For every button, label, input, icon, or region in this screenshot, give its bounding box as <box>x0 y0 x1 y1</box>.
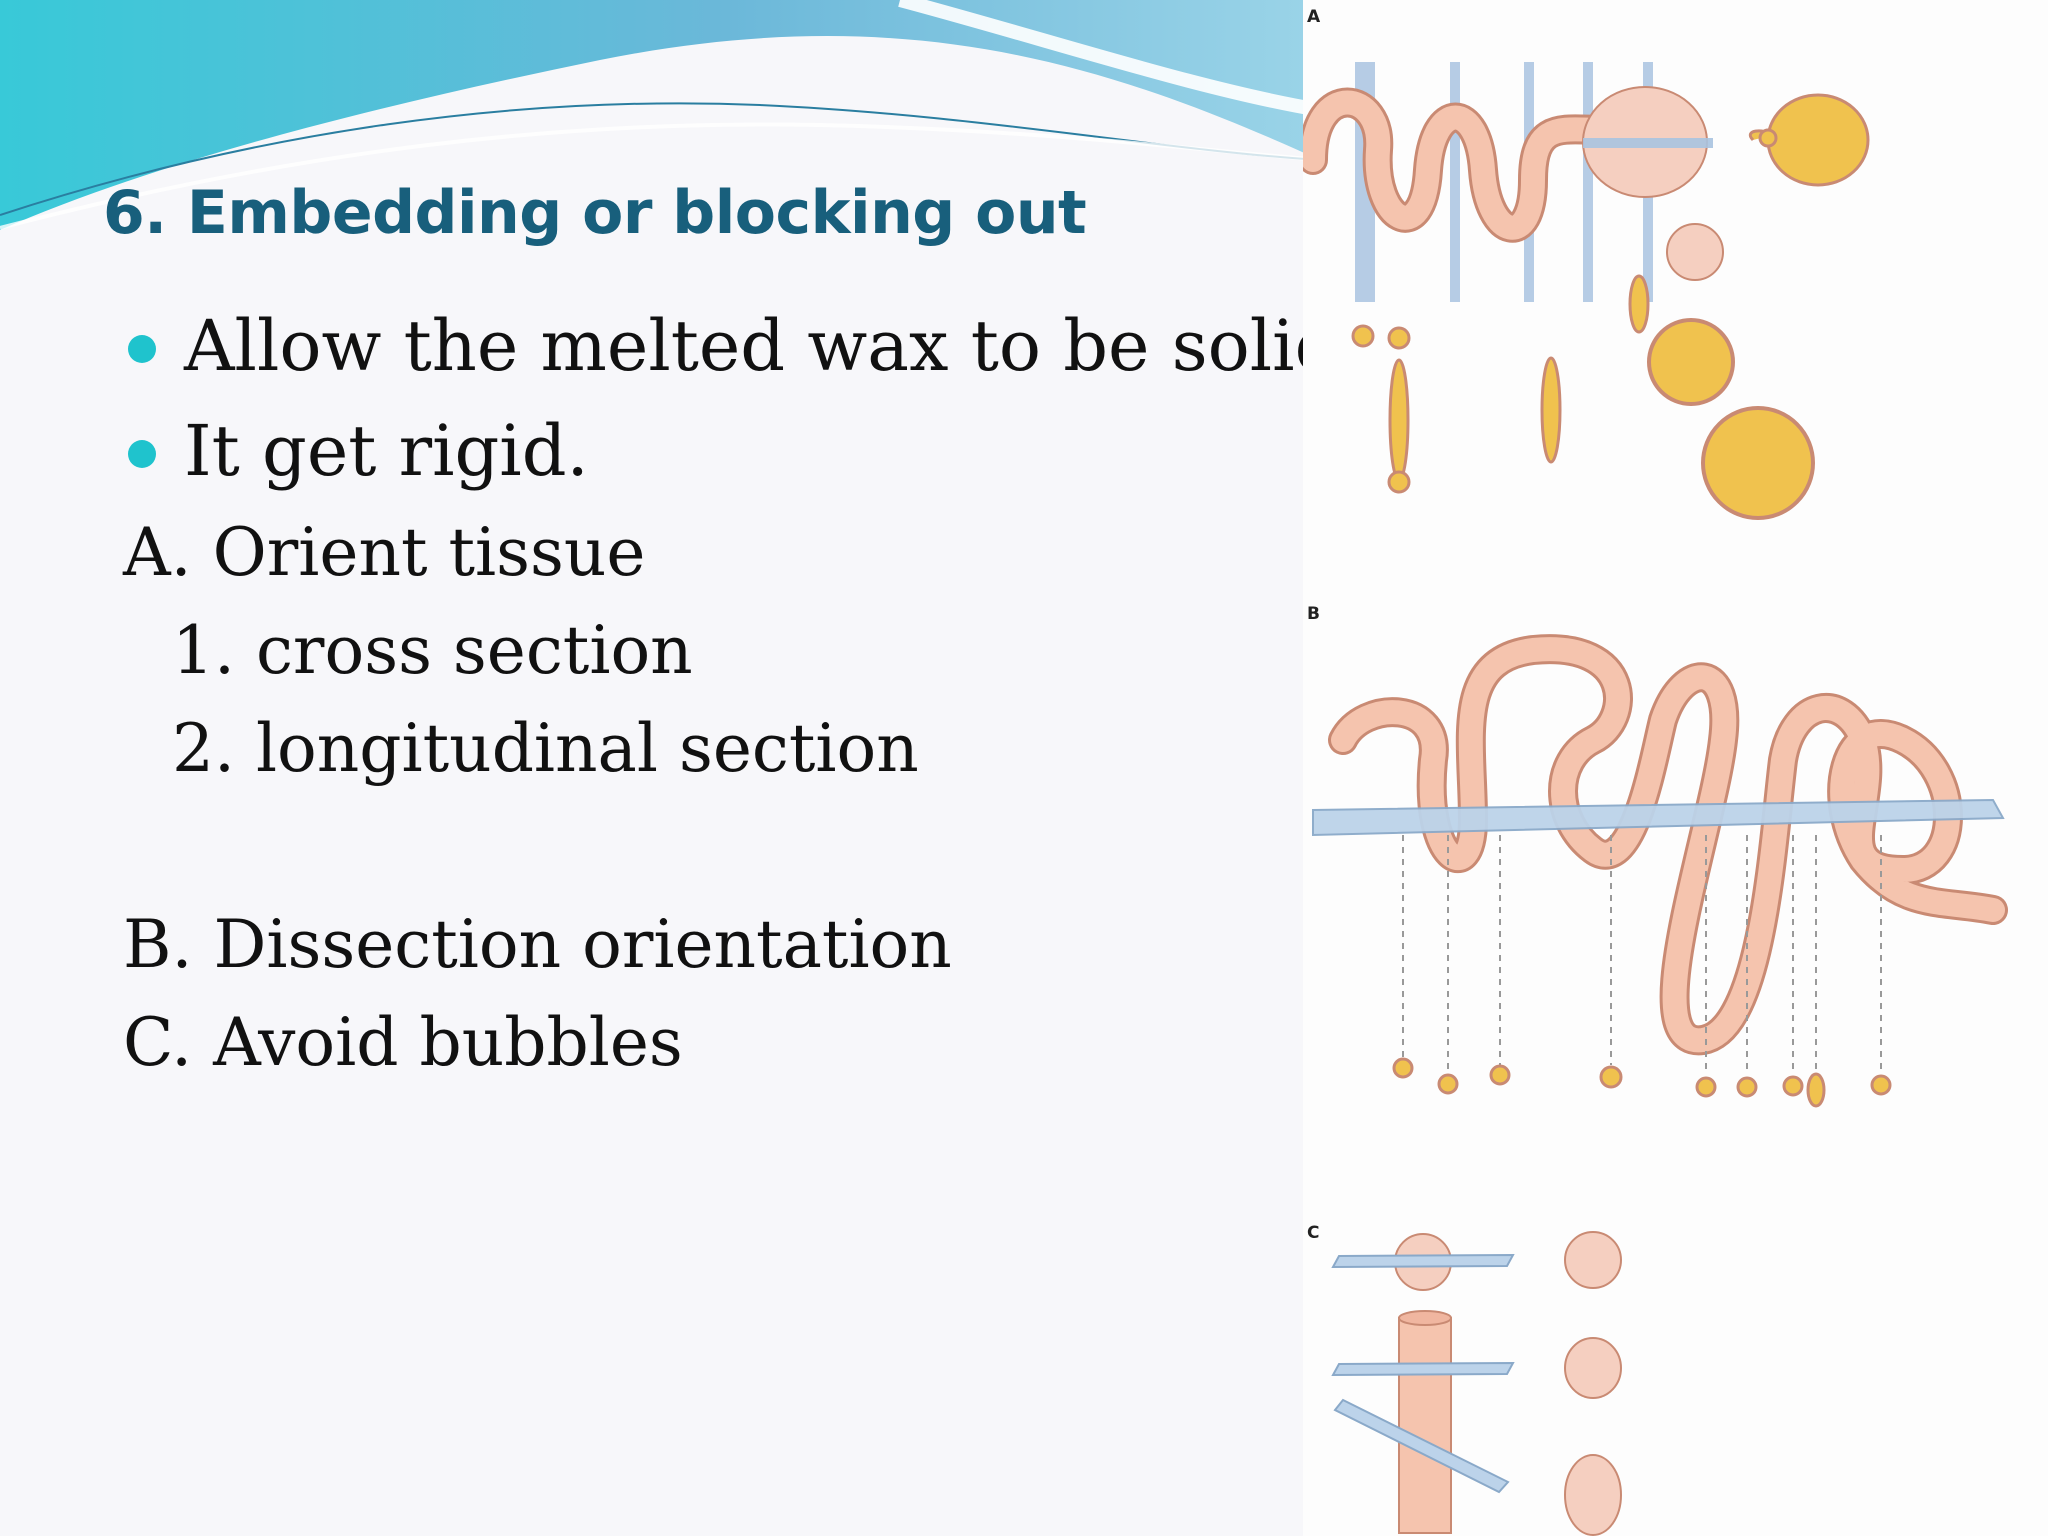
panel-label: B <box>1307 604 1320 624</box>
bullet-text: It get rigid. <box>184 410 589 492</box>
orient-item: 2. longitudinal section <box>172 710 919 787</box>
point-bubbles: C. Avoid bubbles <box>123 1004 683 1081</box>
panel-b-diagram <box>1312 634 2008 1108</box>
orient-heading: A. Orient tissue <box>123 514 646 591</box>
slide-title: 6. Embedding or blocking out <box>103 178 1087 248</box>
point-dissection: B. Dissection orientation <box>123 906 952 983</box>
bullet-dot <box>128 440 156 468</box>
bullet-text: Allow the melted wax to be solidify. <box>184 305 1441 387</box>
header-wave-decoration <box>0 0 1320 230</box>
panel-label: C <box>1307 1223 1319 1243</box>
orient-item: 1. cross section <box>172 612 693 689</box>
panel-label: A <box>1307 7 1321 27</box>
tissue-orientation-figure: A <box>1303 0 2048 1536</box>
bullet-dot <box>128 335 156 363</box>
panel-a-diagram <box>1303 62 1870 520</box>
panel-c-diagram <box>1331 1231 1622 1536</box>
